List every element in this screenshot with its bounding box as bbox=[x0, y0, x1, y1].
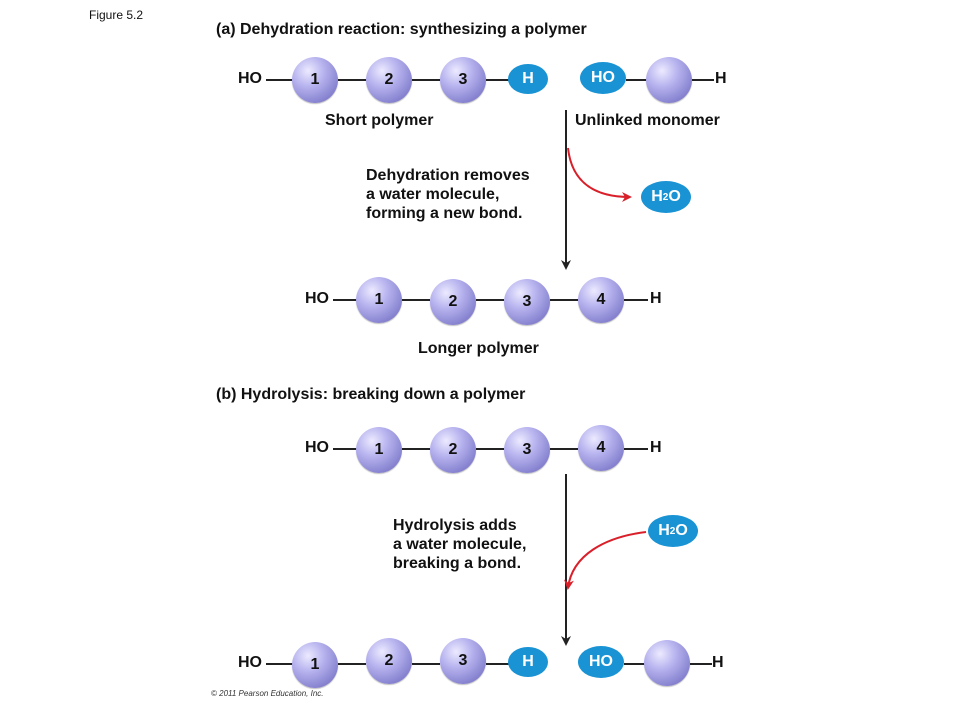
bond bbox=[412, 79, 440, 81]
monomer-4: 4 bbox=[578, 425, 624, 471]
monomer-2: 2 bbox=[430, 279, 476, 325]
section-b-title: (b) Hydrolysis: breaking down a polymer bbox=[216, 386, 526, 403]
hydroxyl-end: HO bbox=[578, 646, 624, 678]
bond bbox=[550, 448, 578, 450]
bond bbox=[338, 79, 366, 81]
bond bbox=[486, 663, 510, 665]
figure-label: Figure 5.2 bbox=[89, 8, 144, 22]
monomer-3: 3 bbox=[440, 638, 486, 684]
monomer-1: 1 bbox=[356, 277, 402, 323]
monomer-4: 4 bbox=[578, 277, 624, 323]
monomer-3: 3 bbox=[504, 279, 550, 325]
bond bbox=[476, 448, 504, 450]
bond bbox=[476, 299, 504, 301]
hydrogen-end: H bbox=[650, 439, 662, 456]
monomer-1: 1 bbox=[292, 642, 338, 688]
monomer-2: 2 bbox=[366, 57, 412, 103]
bond bbox=[266, 663, 294, 665]
hydrogen-end: H bbox=[508, 647, 548, 677]
monomer-1: 1 bbox=[356, 427, 402, 473]
bond bbox=[412, 663, 440, 665]
bond bbox=[550, 299, 578, 301]
note-line: a water molecule, bbox=[393, 536, 527, 553]
water-removed-arrow bbox=[567, 147, 632, 202]
hydrolysis-note: Hydrolysis adds a water molecule, breaki… bbox=[393, 516, 526, 573]
hydroxyl-end: HO bbox=[580, 62, 626, 94]
monomer-2: 2 bbox=[430, 427, 476, 473]
hydroxyl-end: HO bbox=[305, 290, 329, 307]
unlinked-monomer-label: Unlinked monomer bbox=[575, 112, 720, 129]
bond bbox=[624, 299, 648, 301]
monomer-1: 1 bbox=[292, 57, 338, 103]
bond bbox=[338, 663, 366, 665]
bond bbox=[266, 79, 294, 81]
hydrogen-end: H bbox=[715, 70, 727, 87]
monomer-3: 3 bbox=[440, 57, 486, 103]
bond bbox=[402, 448, 430, 450]
short-polymer-label: Short polymer bbox=[325, 112, 434, 129]
water-added-arrow bbox=[564, 531, 647, 590]
longer-polymer-label: Longer polymer bbox=[418, 340, 539, 357]
bond bbox=[486, 79, 510, 81]
note-line: breaking a bond. bbox=[393, 555, 522, 572]
hydrogen-end: H bbox=[650, 290, 662, 307]
note-line: a water molecule, bbox=[366, 186, 500, 203]
note-line: forming a new bond. bbox=[366, 205, 523, 222]
bond bbox=[624, 663, 646, 665]
note-line: Dehydration removes bbox=[366, 167, 530, 184]
note-line: Hydrolysis adds bbox=[393, 517, 517, 534]
monomer bbox=[646, 57, 692, 103]
hydrogen-end: H bbox=[712, 654, 724, 671]
hydroxyl-end: HO bbox=[238, 70, 262, 87]
monomer-3: 3 bbox=[504, 427, 550, 473]
bond bbox=[333, 448, 357, 450]
bond bbox=[690, 663, 712, 665]
bond bbox=[333, 299, 357, 301]
monomer-2: 2 bbox=[366, 638, 412, 684]
hydrogen-end: H bbox=[508, 64, 548, 94]
section-a-title: (a) Dehydration reaction: synthesizing a… bbox=[216, 21, 587, 38]
bond bbox=[692, 79, 714, 81]
bond bbox=[624, 448, 648, 450]
copyright-notice: © 2011 Pearson Education, Inc. bbox=[211, 689, 324, 698]
hydroxyl-end: HO bbox=[305, 439, 329, 456]
monomer bbox=[644, 640, 690, 686]
bond bbox=[402, 299, 430, 301]
dehydration-note: Dehydration removes a water molecule, fo… bbox=[366, 166, 530, 223]
hydroxyl-end: HO bbox=[238, 654, 262, 671]
bond bbox=[626, 79, 648, 81]
